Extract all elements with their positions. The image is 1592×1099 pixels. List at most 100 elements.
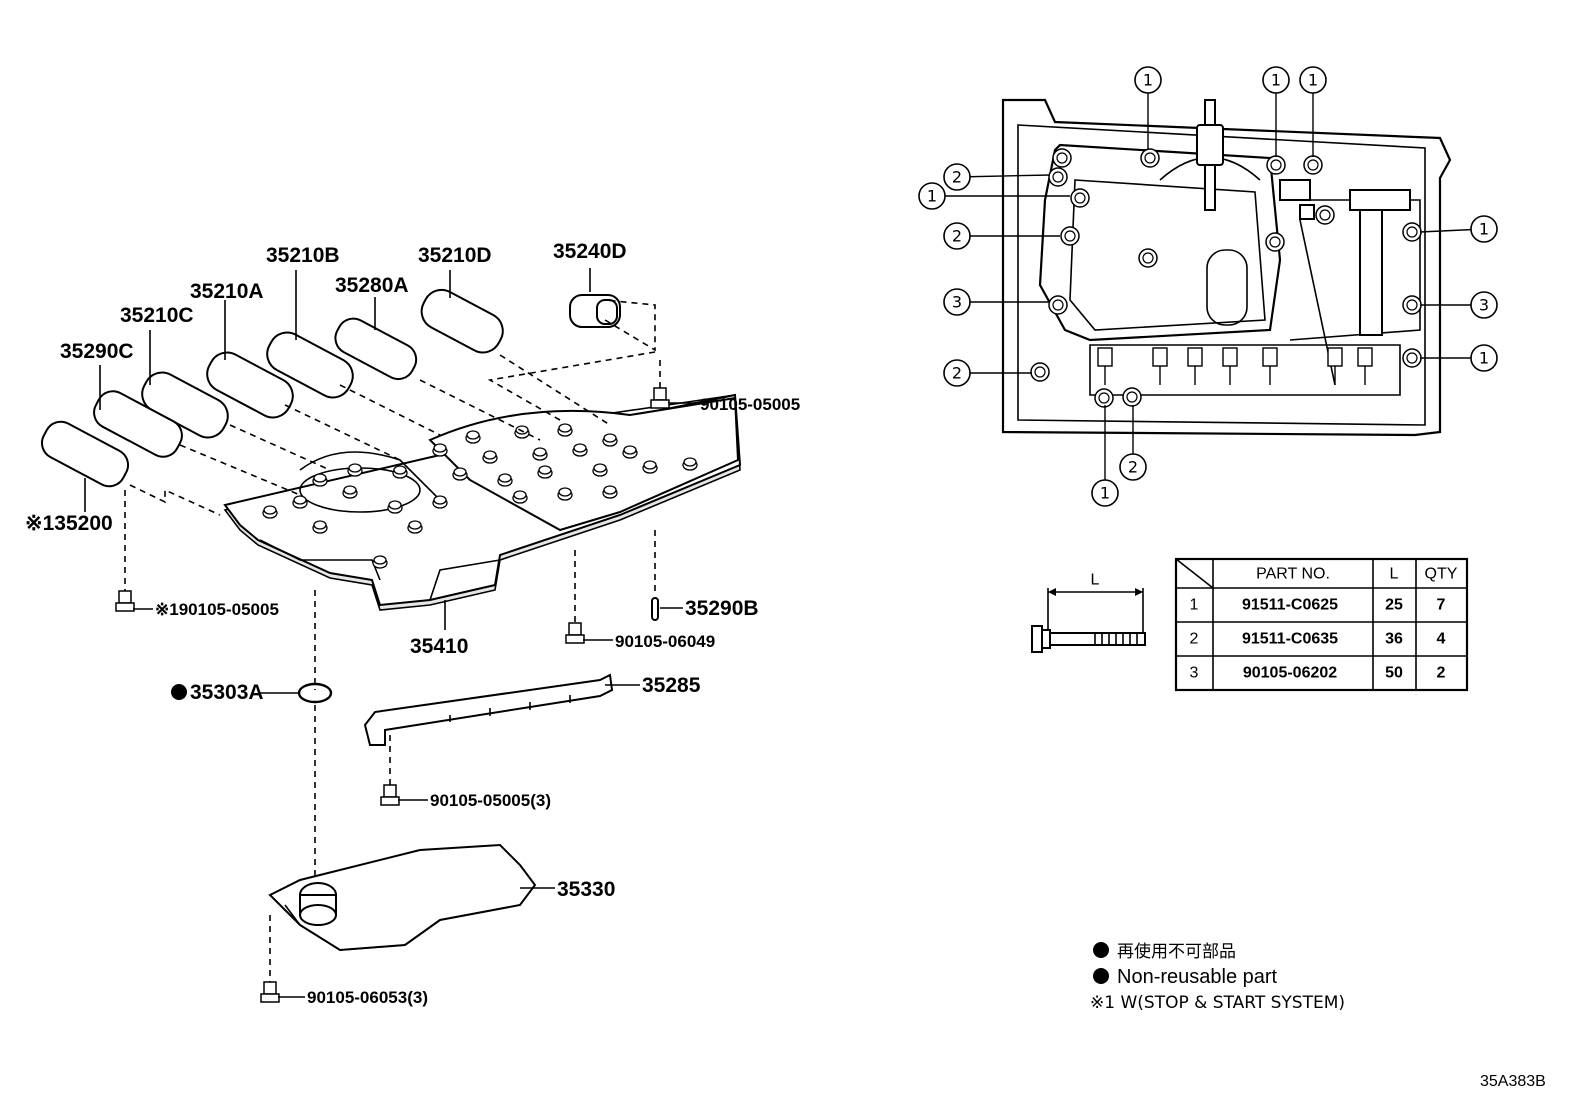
bolt-marker: [1030, 362, 1050, 382]
bolt-icons: [115, 387, 670, 1003]
table-row-1-index: 1: [1190, 597, 1199, 614]
label-35285: 35285: [642, 674, 701, 697]
bolt-head: [557, 423, 573, 437]
bolt-marker: [1048, 167, 1068, 187]
solenoid-35210B: [266, 331, 354, 399]
diagram-code: 35A383B: [1480, 1073, 1546, 1090]
bolt-head: [465, 430, 481, 444]
bolt-callout-number: 1: [1479, 220, 1489, 239]
bolt-callout: 3: [1420, 291, 1498, 319]
bolt-callout-number: 1: [1143, 71, 1153, 90]
bolt-marker: [1266, 155, 1286, 175]
legend-japanese: 再使用不可部品: [1117, 941, 1236, 962]
bolt-head: [372, 555, 388, 569]
connector: [1357, 347, 1373, 367]
bolt-length-label: L: [1091, 572, 1100, 589]
table-row-1-qty: 7: [1437, 597, 1446, 614]
connector: [1327, 347, 1343, 367]
label-90105-05005-w: ※190105-05005: [155, 600, 279, 619]
bolt-head: [602, 485, 618, 499]
table-header-part-no: PART NO.: [1256, 566, 1330, 583]
label-35210D: 35210D: [418, 244, 492, 267]
table-row-2-part: 91511-C0635: [1242, 631, 1338, 648]
table-row-1-length: 25: [1385, 597, 1403, 614]
bolt-callout: 1: [1134, 66, 1162, 150]
label-90105-05005-top: 90105-05005: [700, 395, 800, 414]
bolt-callout: 2: [943, 163, 1051, 191]
label-35200: ※135200: [25, 512, 113, 535]
bolt-marker: [1402, 295, 1422, 315]
table-row-2-length: 36: [1385, 631, 1403, 648]
bolt-head: [407, 520, 423, 534]
bolt-callout-number: 2: [1128, 458, 1138, 477]
label-35210C: 35210C: [120, 304, 194, 327]
bolt-marker: [1402, 222, 1422, 242]
bolt-icon: [115, 590, 135, 612]
bolt-head: [262, 505, 278, 519]
solenoid-35240D: [569, 294, 621, 328]
bolt-callout: 2: [943, 359, 1032, 387]
label-35210A: 35210A: [190, 280, 264, 303]
part-labels: 35240D 35210D 35280A 35210B 35210A 35210…: [25, 240, 800, 1007]
non-reusable-dot-icon: [171, 684, 187, 700]
bolt-marker: [1265, 232, 1285, 252]
bolt-callout: 1: [1420, 344, 1498, 372]
bolt-head: [312, 473, 328, 487]
table-row-3-qty: 2: [1437, 665, 1446, 682]
bolt-head: [682, 457, 698, 471]
bolt-marker: [1402, 348, 1422, 368]
connector: [1187, 347, 1203, 367]
bolt-marker: [1060, 226, 1080, 246]
bolt-marker: [1070, 188, 1090, 208]
solenoid-35200: [40, 420, 130, 488]
solenoid-35210D: [420, 288, 504, 354]
bolt-head: [452, 467, 468, 481]
exploded-view: 35240D 35210D 35280A 35210B 35210A 35210…: [25, 240, 800, 1007]
label-35280A: 35280A: [335, 274, 409, 297]
bolt-head: [512, 490, 528, 504]
label-35303A: 35303A: [190, 681, 264, 704]
table-row-3-length: 50: [1385, 665, 1403, 682]
table-row-1-part: 91511-C0625: [1242, 597, 1338, 614]
label-90105-06053-3: 90105-06053(3): [307, 988, 428, 1007]
pin-35290B: [651, 597, 659, 621]
valve-body-bolt-heads: [262, 423, 698, 569]
bolt-head: [572, 443, 588, 457]
bolt-callout: 3: [943, 288, 1050, 316]
legend-note-w: ※1 W(STOP & START SYSTEM): [1090, 993, 1345, 1013]
bolt-length-figure: L: [1031, 572, 1146, 653]
non-reusable-dot-icon: [1093, 942, 1109, 958]
bolt-head: [292, 495, 308, 509]
bolt-spec-table: PART NO. L QTY 1 91511-C0625 25 7 2 9151…: [1174, 557, 1469, 692]
bolt-head: [392, 465, 408, 479]
solenoid-35210A: [206, 351, 294, 419]
connector: [1152, 347, 1168, 367]
detent-plate-35285: [363, 673, 614, 746]
bolt-icon: [380, 784, 400, 806]
connector: [1262, 347, 1278, 367]
solenoid-35280A: [334, 317, 418, 381]
bolt-callout-number: 1: [1479, 349, 1489, 368]
bolt-callout-number: 1: [1308, 71, 1318, 90]
bolt-callout-number: 1: [927, 187, 937, 206]
bolt-marker: [1140, 148, 1160, 168]
table-row-2-index: 2: [1190, 631, 1199, 648]
table-row-2-qty: 4: [1437, 631, 1446, 648]
bolt-marker: [1138, 248, 1158, 268]
bolt-head: [312, 520, 328, 534]
bolt-location-markers: [1030, 148, 1422, 408]
label-35290B: 35290B: [685, 597, 759, 620]
bolt-callout: 1: [1299, 66, 1327, 157]
legend: 再使用不可部品 Non-reusable part ※1 W(STOP & ST…: [1090, 941, 1345, 1013]
leader-lines: [84, 268, 698, 998]
connector: [1222, 347, 1238, 367]
bolt-head: [642, 460, 658, 474]
bolt-callout-number: 1: [1271, 71, 1281, 90]
bolt-callout: 1: [1262, 66, 1290, 157]
bolt-head: [557, 487, 573, 501]
bolt-callout-number: 2: [952, 227, 962, 246]
bolt-marker: [1303, 155, 1323, 175]
